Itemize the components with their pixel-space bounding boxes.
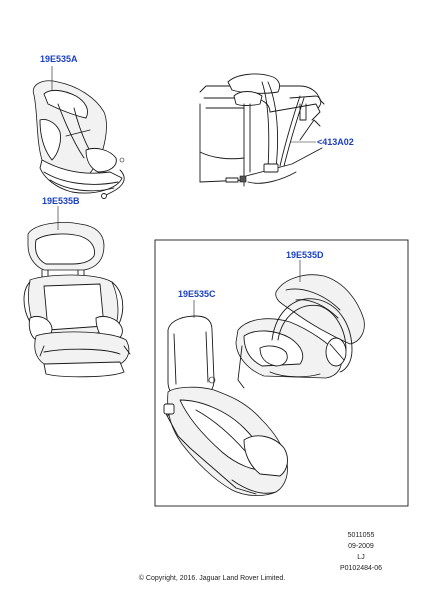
callout-seat-a[interactable]: 19E535A [40,54,78,64]
seat-belt-icon [199,73,325,187]
callout-belt[interactable]: <413A02 [317,137,354,147]
footer-date: 09-2009 [348,543,374,550]
footer-ref: 5011055 [347,532,375,539]
booster-seat-icon [23,222,131,378]
callout-seat-b[interactable]: 19E535B [42,196,80,206]
carrycot-base-icon [163,315,288,496]
copyright-text: © Copyright, 2016. Jaguar Land Rover Lim… [138,575,286,582]
callout-seat-c[interactable]: 19E535C [178,289,216,299]
infant-group-box [154,239,409,507]
footer-code: LJ [357,554,365,561]
child-seat-forward-icon [32,80,125,199]
callout-seat-d[interactable]: 19E535D [286,250,324,260]
infant-carrier-icon [235,274,365,389]
footer-part: P0102484-06 [339,565,383,572]
